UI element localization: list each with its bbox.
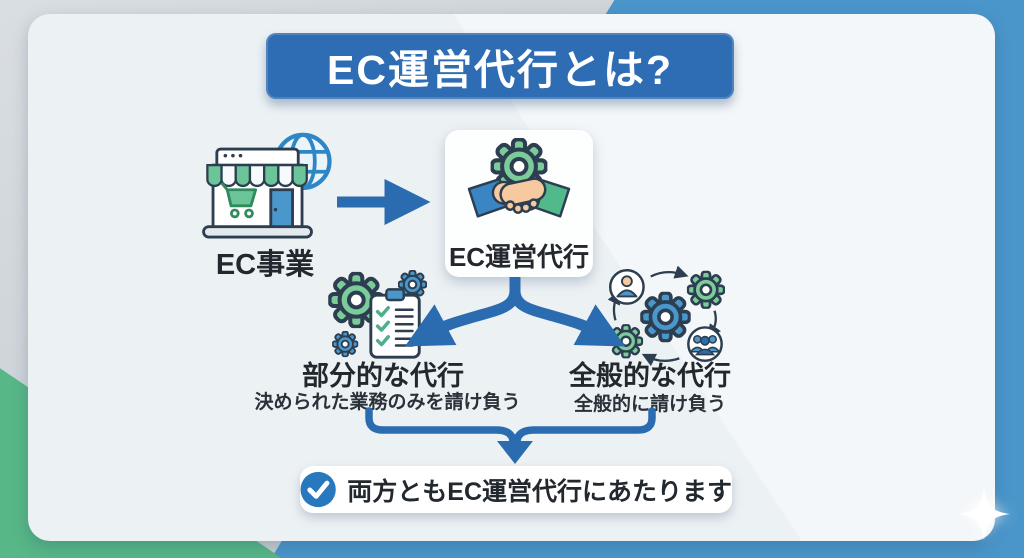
partial-branch-node [320,270,442,367]
partial-branch-description: 決められた業務のみを請け負う [254,392,521,413]
people-gears-cycle-icon [607,265,725,367]
handshake-gear-icon [467,138,571,218]
ec-agency-card: EC運営代行 [445,130,593,277]
page-title: EC運営代行とは? [327,47,673,93]
ec-business-node [196,130,338,245]
sparkle-icon [958,488,1010,540]
full-branch-description: 全般的に請け負う [573,394,726,415]
online-store-globe-icon [202,132,332,239]
gears-checklist-icon [320,270,427,359]
full-branch-label: 全般的な代行 [569,361,731,391]
title-banner: EC運営代行とは? [266,33,734,99]
partial-branch-label: 部分的な代行 [302,361,464,391]
conclusion-pill: 両方ともEC運営代行にあたります [300,466,732,513]
conclusion-label: 両方ともEC運営代行にあたります [347,477,732,506]
check-circle-icon [300,471,336,508]
ec-agency-label: EC運営代行 [448,242,590,272]
ec-business-label: EC事業 [215,249,315,281]
